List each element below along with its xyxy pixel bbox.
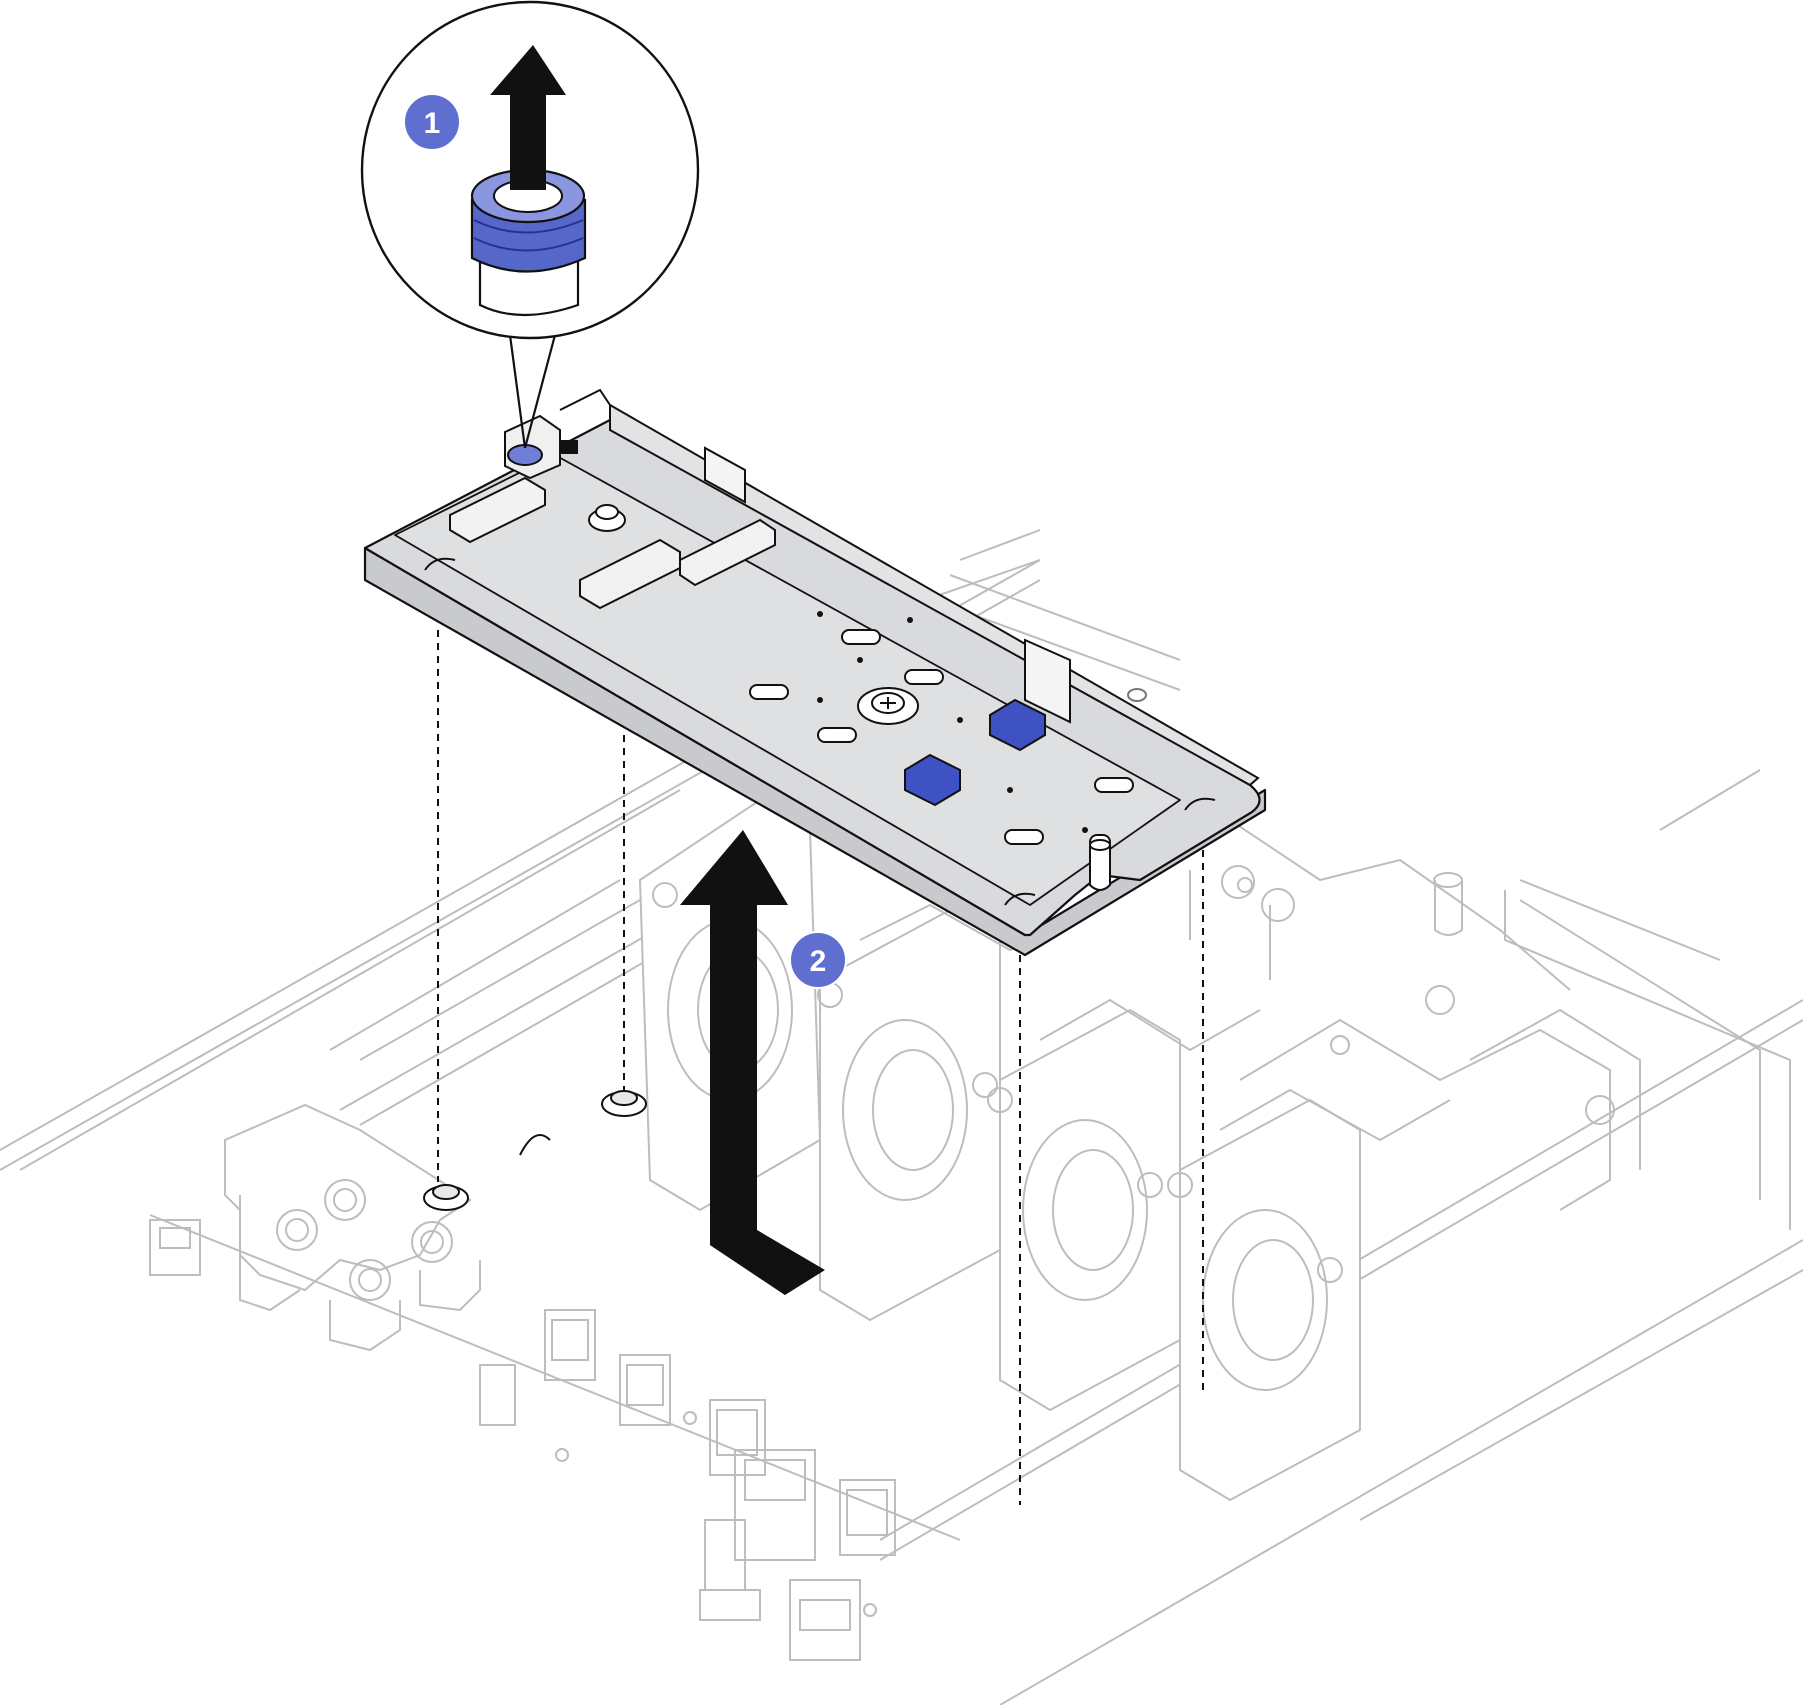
m2-retainer-latch-2[interactable] (989, 698, 1046, 752)
svg-text:2: 2 (810, 945, 827, 978)
fan-module-4 (1167, 1088, 1451, 1502)
alignment-guides (437, 630, 1204, 1505)
motherboard-connectors (149, 1219, 896, 1661)
mounting-posts (423, 688, 1147, 1211)
magnifier-detail (360, 0, 700, 449)
up-arrow-icon (490, 45, 566, 190)
callout-1-badge: 1 (403, 93, 461, 151)
m2-adapter-tray (363, 388, 1267, 957)
server-chassis (0, 529, 1803, 1705)
callout-2-badge: 2 (789, 931, 847, 989)
svg-text:1: 1 (424, 107, 441, 140)
bent-up-arrow-icon (680, 830, 825, 1295)
bus-bar-bracket (224, 1103, 481, 1352)
m2-retainer-latch-1[interactable] (904, 753, 961, 807)
